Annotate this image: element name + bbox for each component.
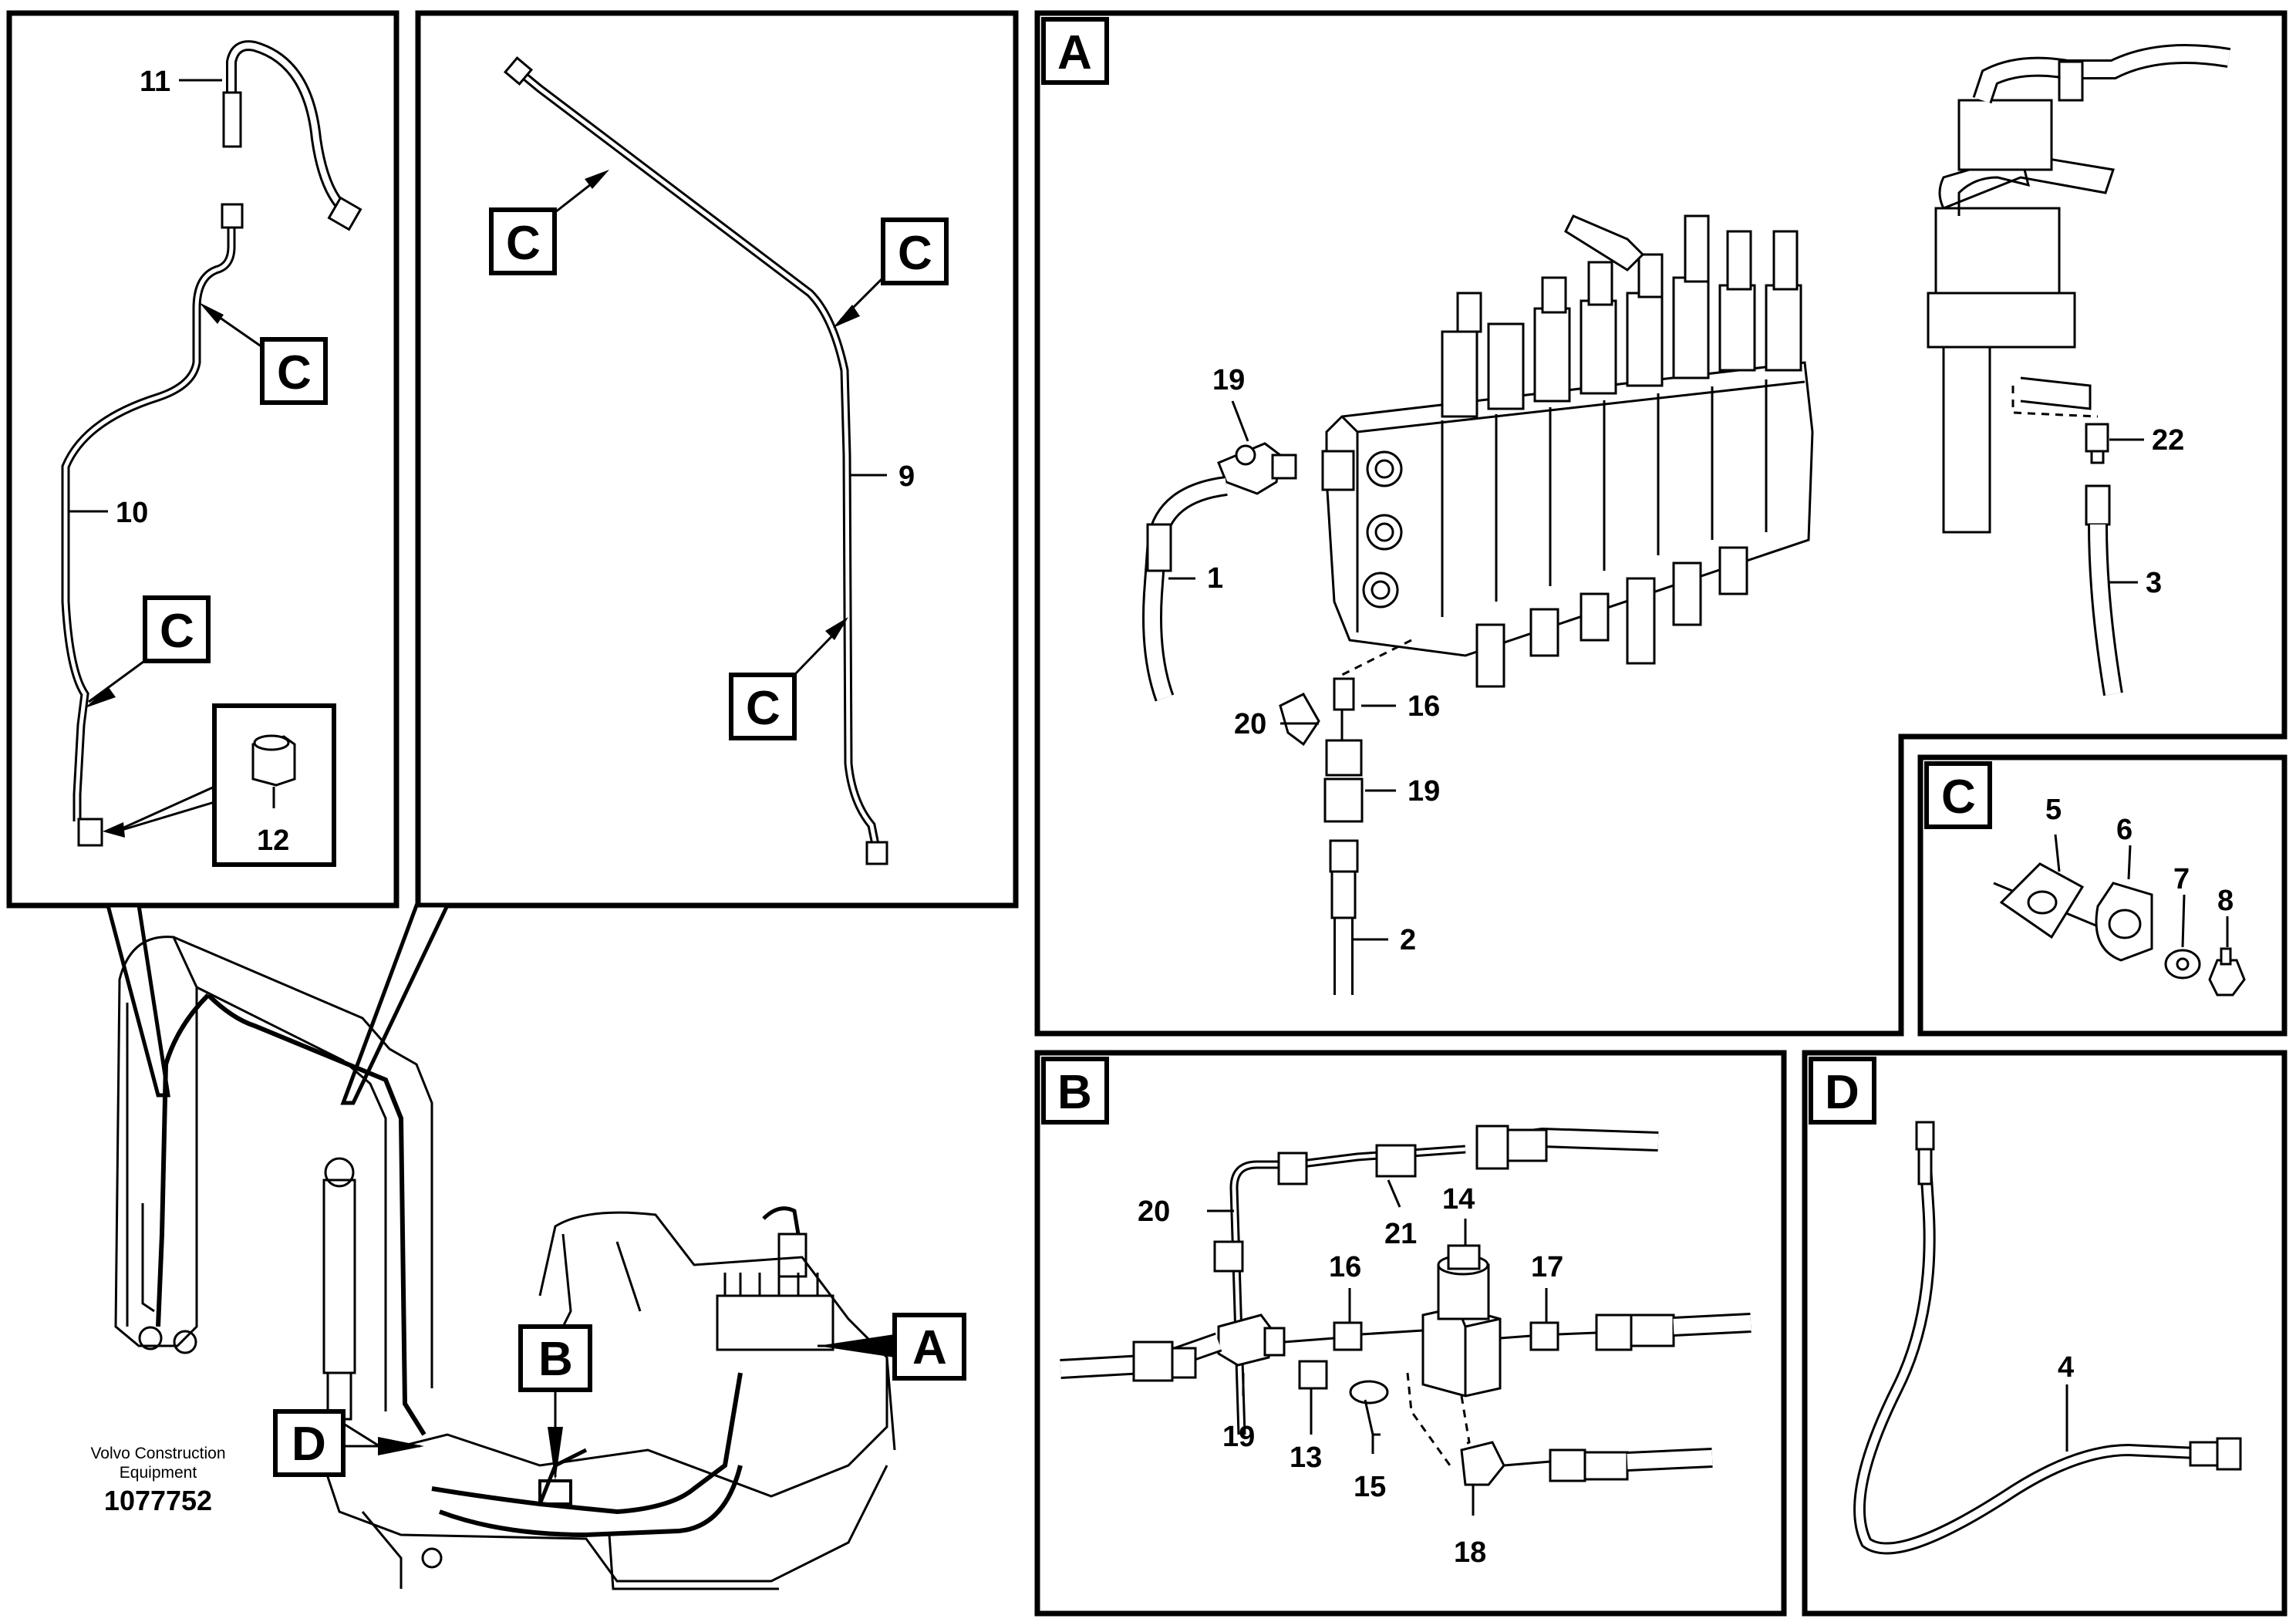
detail-label-d: D — [1825, 1066, 1859, 1119]
part-number-11: 11 — [140, 66, 170, 98]
part-number-19: 19 — [1222, 1421, 1255, 1453]
detail-panel-c: C 5 6 7 8 — [1917, 754, 2288, 1037]
part-number-19: 19 — [1408, 775, 1440, 808]
part-number-1: 1 — [1207, 562, 1223, 595]
overview-tags: A B D — [273, 1313, 966, 1481]
callout-pointers — [105, 903, 450, 1105]
part-number-20: 20 — [1138, 1195, 1170, 1228]
part-number-6: 6 — [2116, 814, 2132, 846]
part-number-21: 21 — [1384, 1218, 1417, 1250]
overview-ref-a: A — [912, 1321, 947, 1374]
part-number-3: 3 — [2146, 567, 2162, 599]
part-number-22: 22 — [2152, 424, 2184, 457]
part-number-20: 20 — [1234, 708, 1266, 740]
footer-drawing-number: 1077752 — [103, 1485, 213, 1516]
part-number-4: 4 — [2058, 1351, 2074, 1384]
detail-ref-c: C — [506, 217, 541, 270]
part-number-16: 16 — [1408, 690, 1440, 723]
detail-ref-c: C — [160, 605, 194, 658]
detail-label-b: B — [1057, 1066, 1092, 1119]
part-number-7: 7 — [2173, 863, 2190, 895]
part-number-8: 8 — [2217, 885, 2234, 917]
detail-label-c: C — [1941, 771, 1976, 824]
detail-ref-c: C — [746, 682, 781, 735]
detail-ref-c: C — [898, 227, 932, 280]
part-number-9: 9 — [899, 460, 915, 493]
panel-hose-10-11: 11 10 12 C C — [6, 10, 400, 909]
part-number-15: 15 — [1354, 1471, 1386, 1503]
detail-label-a: A — [1057, 26, 1092, 79]
detail-ref-c: C — [277, 346, 312, 400]
detail-panel-d: D 4 — [1802, 1050, 2288, 1617]
part-number-18: 18 — [1454, 1536, 1486, 1569]
part-number-2: 2 — [1400, 924, 1416, 956]
panel-pipe-9: 9 C C C — [415, 10, 1019, 909]
part-number-17: 17 — [1531, 1251, 1563, 1283]
part-number-19: 19 — [1212, 364, 1245, 396]
part-number-16: 16 — [1329, 1251, 1361, 1283]
part-number-5: 5 — [2045, 794, 2062, 826]
part-number-10: 10 — [116, 497, 148, 529]
part-number-13: 13 — [1290, 1442, 1322, 1474]
footer-company: Volvo Construction Equipment — [90, 1445, 226, 1482]
detail-panel-a: A — [1034, 10, 2288, 1037]
part-number-14: 14 — [1442, 1183, 1475, 1216]
detail-panel-b: B — [1034, 1050, 1787, 1617]
overview-ref-d: D — [292, 1418, 326, 1471]
overview-ref-b: B — [538, 1333, 573, 1386]
part-number-12: 12 — [257, 824, 289, 857]
